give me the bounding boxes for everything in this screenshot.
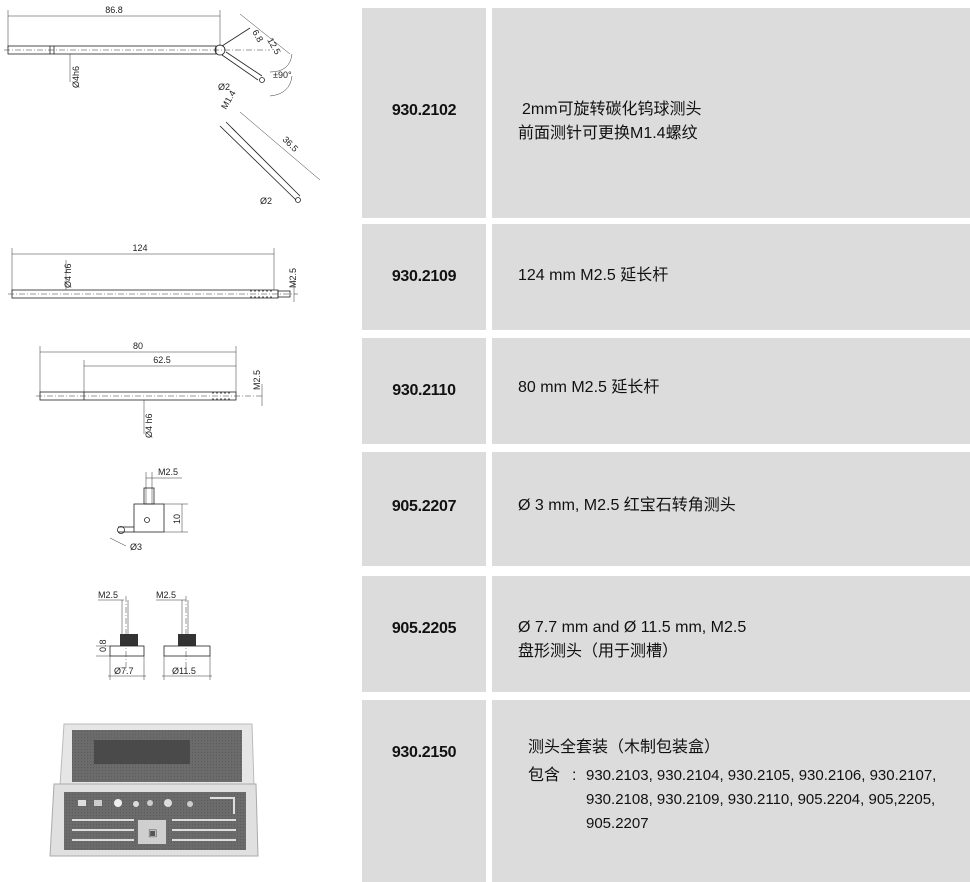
- description-line: 前面测针可更换M1.4螺纹: [518, 125, 698, 142]
- drawing-930-2102: 86.8 6.8 12.5 Ø4h6 Ø2 ±90° M1.4 36.5 Ø2: [0, 0, 360, 215]
- product-code: 930.2102: [391, 102, 457, 119]
- desc-cell: 124 mm M2.5 延长杆: [492, 224, 970, 330]
- drawing-930-2109: 124 Ø4 h6 M2.5: [0, 220, 360, 332]
- drawing-905-2205: M2.5 Ø7.7 0.8 M2.5 Ø11.5: [0, 572, 360, 690]
- code-cell: 930.2150: [362, 700, 486, 882]
- dim-length: 80: [133, 341, 143, 351]
- product-code: 930.2150: [391, 744, 457, 761]
- drawing-905-2207: M2.5 Ø3 10: [0, 448, 360, 566]
- dim-thread: M2.5: [288, 268, 298, 288]
- dim-tip-dia: Ø2: [260, 196, 272, 206]
- dim-disk-large: Ø11.5: [172, 666, 196, 676]
- code-cell: 930.2102: [362, 8, 486, 218]
- dim-height: 10: [172, 514, 182, 524]
- dim-62-5: 62.5: [153, 355, 171, 365]
- dim-thread: M2.5: [158, 467, 178, 477]
- desc-cell: 测头全套装（木制包装盒） 包含 : 930.2103, 930.2104, 93…: [492, 700, 970, 882]
- dim-36-5: 36.5: [281, 134, 300, 153]
- dim-angle: ±90°: [273, 70, 292, 80]
- description-line: 80 mm M2.5 延长杆: [518, 379, 660, 396]
- description-line: 124 mm M2.5 延长杆: [518, 267, 669, 284]
- dim-length: 124: [132, 243, 147, 253]
- product-code: 905.2205: [391, 620, 457, 637]
- description-line: Ø 7.7 mm and Ø 11.5 mm, M2.5: [518, 619, 747, 636]
- dim-thickness: 0.8: [98, 639, 108, 652]
- dim-thread: M2.5: [156, 590, 176, 600]
- dim-ball-dia: Ø2: [218, 82, 230, 92]
- drawing-930-2110: 80 62.5 M2.5 Ø4 h6: [0, 334, 360, 446]
- product-code: 905.2207: [391, 498, 457, 515]
- dim-thread: M1.4: [219, 89, 238, 111]
- code-cell: 905.2207: [362, 452, 486, 566]
- dim-length: 86.8: [105, 5, 123, 15]
- svg-text:▣: ▣: [148, 828, 157, 839]
- kit-box-photo: ▣: [0, 698, 360, 882]
- dim-ball-dia: Ø3: [130, 542, 142, 552]
- dim-thread: M2.5: [98, 590, 118, 600]
- code-cell: 930.2109: [362, 224, 486, 330]
- dim-6-8: 6.8: [250, 28, 265, 44]
- contains-line: 930.2103, 930.2104, 930.2105, 930.2106, …: [586, 767, 937, 784]
- code-cell: 930.2110: [362, 338, 486, 444]
- desc-cell: Ø 3 mm, M2.5 红宝石转角测头: [492, 452, 970, 566]
- product-code: 930.2110: [392, 382, 456, 399]
- contains-line: 905.2207: [586, 815, 649, 832]
- description-line: 盘形测头（用于测槽）: [518, 643, 679, 660]
- dim-thread: M2.5: [252, 370, 262, 390]
- desc-cell: 80 mm M2.5 延长杆: [492, 338, 970, 444]
- description-line: Ø 3 mm, M2.5 红宝石转角测头: [518, 497, 736, 514]
- dim-disk-small: Ø7.7: [114, 666, 134, 676]
- code-cell: 905.2205: [362, 576, 486, 692]
- description-line: 测头全套装（木制包装盒）: [528, 739, 721, 756]
- contains-line: 930.2108, 930.2109, 930.2110, 905.2204, …: [586, 791, 936, 808]
- product-code: 930.2109: [391, 268, 457, 285]
- desc-cell: 2mm可旋转碳化钨球测头 前面测针可更换M1.4螺纹: [492, 8, 970, 218]
- description-line: 2mm可旋转碳化钨球测头: [522, 101, 702, 118]
- desc-cell: Ø 7.7 mm and Ø 11.5 mm, M2.5 盘形测头（用于测槽）: [492, 576, 970, 692]
- dim-shaft-dia: Ø4 h6: [144, 413, 154, 438]
- dim-shaft-dia: Ø4 h6: [63, 263, 73, 288]
- contains-label: 包含: [528, 767, 561, 784]
- dim-shaft-dia: Ø4h6: [71, 66, 81, 88]
